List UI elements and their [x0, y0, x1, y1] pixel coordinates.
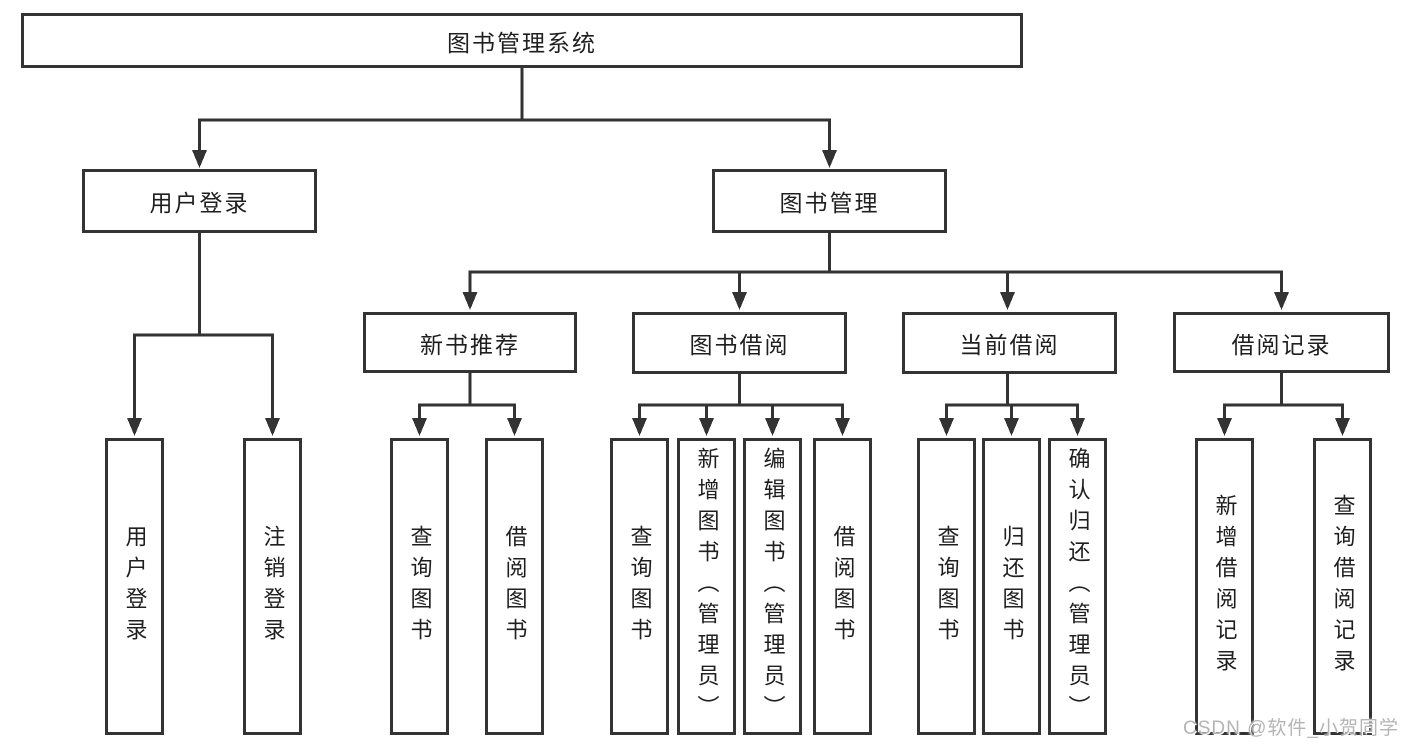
- node-root-system: 图书管理系统: [21, 13, 1023, 68]
- node-book-borrow: 图书借阅: [632, 312, 847, 374]
- leaf-borrow-query-books: 查询图书: [610, 438, 669, 735]
- connector-book-management-to-level3: [462, 233, 1289, 310]
- node-borrow-record: 借阅记录: [1173, 312, 1390, 373]
- leaf-current-confirm-return-admin: 确认归还（管理员）: [1048, 438, 1107, 735]
- node-user-login: 用户登录: [82, 169, 317, 233]
- leaf-user-login: 用户登录: [105, 438, 164, 735]
- leaf-current-query-books: 查询图书: [917, 438, 976, 735]
- connector-recommend-to-leaves: [412, 373, 522, 436]
- leaf-borrow-edit-books-admin: 编辑图书（管理员）: [743, 438, 802, 735]
- node-book-management: 图书管理: [712, 169, 947, 233]
- connector-root-to-level2: [192, 68, 837, 168]
- leaf-borrow-borrow-books: 借阅图书: [813, 438, 872, 735]
- node-current-borrow: 当前借阅: [902, 312, 1117, 374]
- csdn-watermark: CSDN @软件_小贺同学: [1183, 718, 1399, 739]
- leaf-recommend-query-books: 查询图书: [390, 438, 449, 735]
- leaf-logout: 注销登录: [243, 438, 302, 735]
- leaf-current-return-books: 归还图书: [982, 438, 1041, 735]
- node-new-book-recommend: 新书推荐: [363, 312, 577, 373]
- connector-current-to-leaves: [939, 374, 1085, 436]
- connector-user-login-to-leaves: [127, 233, 280, 436]
- connector-borrow-to-leaves: [632, 374, 850, 436]
- leaf-record-query-borrow-record: 查询借阅记录: [1313, 438, 1372, 735]
- connector-record-to-leaves: [1217, 373, 1350, 436]
- leaf-record-add-borrow-record: 新增借阅记录: [1195, 438, 1254, 735]
- leaf-borrow-add-books-admin: 新增图书（管理员）: [677, 438, 736, 735]
- leaf-recommend-borrow-books: 借阅图书: [485, 438, 544, 735]
